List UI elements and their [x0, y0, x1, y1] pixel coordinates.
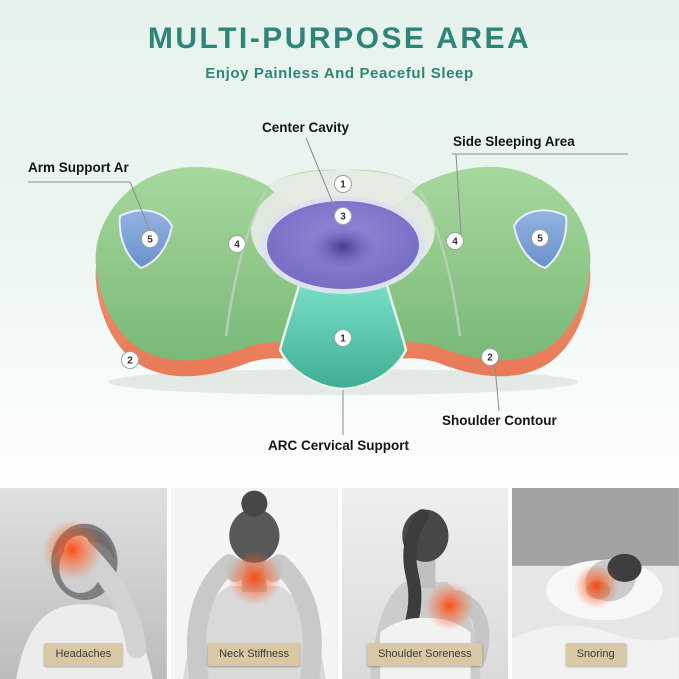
pain-glow-shoulder — [424, 581, 474, 631]
page-title: MULTI-PURPOSE AREA — [147, 22, 532, 55]
marker-center-cavity: 3 — [334, 207, 352, 225]
badge-snoring: Snoring — [565, 643, 626, 666]
gallery-item-neck-stiffness: Neck Stiffness — [170, 488, 338, 679]
label-center-cavity: Center Cavity — [262, 120, 350, 135]
label-side-sleeping-area: Side Sleeping Area — [453, 134, 575, 149]
svg-text:2: 2 — [487, 353, 493, 364]
badge-headaches: Headaches — [44, 643, 123, 666]
svg-text:5: 5 — [147, 235, 153, 246]
connector-lines — [28, 137, 628, 435]
marker-bottom-left: 2 — [121, 351, 139, 369]
svg-text:4: 4 — [452, 237, 458, 248]
gallery-item-snoring: Snoring — [512, 488, 679, 679]
gallery-item-shoulder-soreness: Shoulder Soreness — [341, 488, 509, 679]
svg-text:4: 4 — [234, 240, 240, 251]
marker-right-side: 4 — [446, 232, 464, 250]
page-subtitle: Enjoy Painless And Peaceful Sleep — [205, 65, 474, 82]
pillow-diagram: 1 3 4 4 5 5 2 2 1 — [0, 98, 679, 488]
svg-text:2: 2 — [127, 356, 133, 367]
label-shoulder-contour: Shoulder Contour — [442, 413, 557, 428]
pain-relief-gallery: Headaches Neck Stiffness — [0, 488, 679, 679]
pain-glow-head — [42, 519, 103, 580]
right-seam — [418, 189, 462, 337]
pillow-illustration: 1 3 4 4 5 5 2 2 1 — [28, 137, 628, 435]
marker-right-arm: 5 — [531, 229, 549, 247]
marker-cervical: 1 — [334, 329, 352, 347]
marker-left-arm: 5 — [141, 230, 159, 248]
badge-shoulder-soreness: Shoulder Soreness — [367, 643, 483, 666]
label-arm-support-area: Arm Support Ar — [28, 160, 129, 175]
pain-glow-snoring — [574, 563, 619, 609]
center-cavity-dimple — [309, 225, 377, 269]
marker-left-side: 4 — [228, 235, 246, 253]
left-seam — [224, 189, 268, 337]
marker-bottom-right: 2 — [481, 348, 499, 366]
svg-text:1: 1 — [340, 180, 346, 191]
label-arc-cervical-support: ARC Cervical Support — [268, 438, 410, 453]
svg-text:5: 5 — [537, 234, 543, 245]
header: MULTI-PURPOSE AREA Enjoy Painless And Pe… — [0, 22, 679, 82]
svg-text:3: 3 — [340, 212, 346, 223]
badge-neck-stiffness: Neck Stiffness — [208, 643, 301, 666]
gallery-item-headaches: Headaches — [0, 488, 167, 679]
pain-glow-neck — [227, 550, 282, 606]
svg-text:1: 1 — [340, 334, 346, 345]
marker-top-center: 1 — [334, 175, 352, 193]
